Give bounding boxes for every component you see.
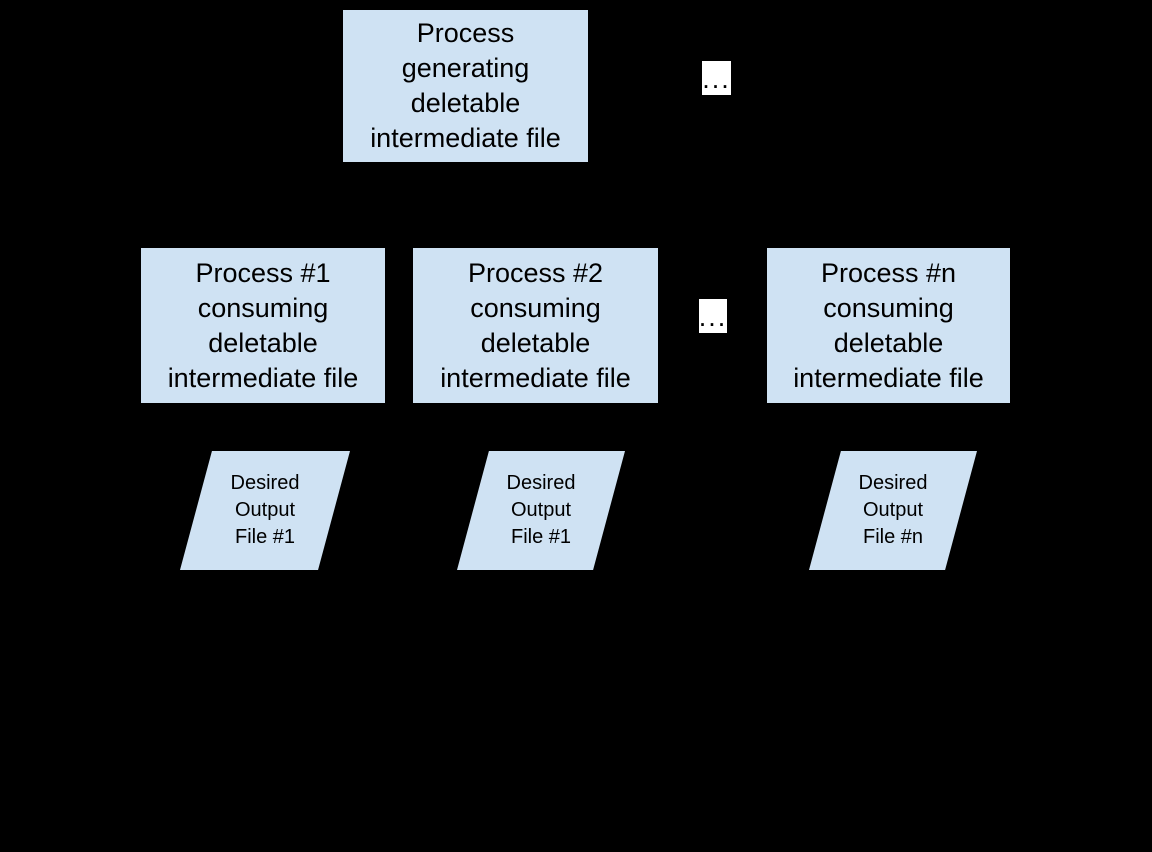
node-text-line: consuming [470,292,601,323]
node-consumer-n: Process #n consuming deletable intermedi… [767,248,1010,403]
node-text-line: Desired [858,472,928,494]
node-text-line: intermediate file [167,362,359,393]
node-text-line: Process #n [820,257,957,288]
node-consumer-2: Process #2 consuming deletable intermedi… [413,248,658,403]
node-text-line: Output [510,499,572,521]
node-text-line: consuming [823,292,954,323]
node-text-line: intermediate file [370,123,561,153]
node-text-line: intermediate file [793,362,984,393]
node-text-line: Process #2 [467,257,604,288]
node-text-line: File #n [862,526,924,548]
node-text-line: Desired [506,472,576,494]
node-text-line: deletable [208,327,318,358]
ellipsis-middle-label: ... [699,299,727,333]
ellipsis-top-label: ... [702,61,731,95]
node-text-line: consuming [197,292,329,323]
node-text-line: Process [416,18,515,48]
node-text-line: File #1 [234,526,296,548]
node-text-line: deletable [480,327,591,358]
node-text-line: Output [234,499,296,521]
node-output-file-n: Desired Output File #n [809,451,977,570]
node-text-line: File #1 [510,526,572,548]
node-text-line: Process #1 [195,257,331,288]
node-consumer-1: Process #1 consuming deletable intermedi… [141,248,385,403]
node-output-file-2: Desired Output File #1 [457,451,625,570]
node-text-line: Output [862,499,924,521]
node-text-line: Desired [230,472,300,494]
node-text-line: deletable [833,327,944,358]
node-text-line: generating [401,53,530,83]
node-generator-process: Process generating deletable intermediat… [343,10,588,162]
node-text-line: deletable [410,88,521,118]
node-output-file-1: Desired Output File #1 [180,451,350,570]
node-text-line: intermediate file [440,362,631,393]
